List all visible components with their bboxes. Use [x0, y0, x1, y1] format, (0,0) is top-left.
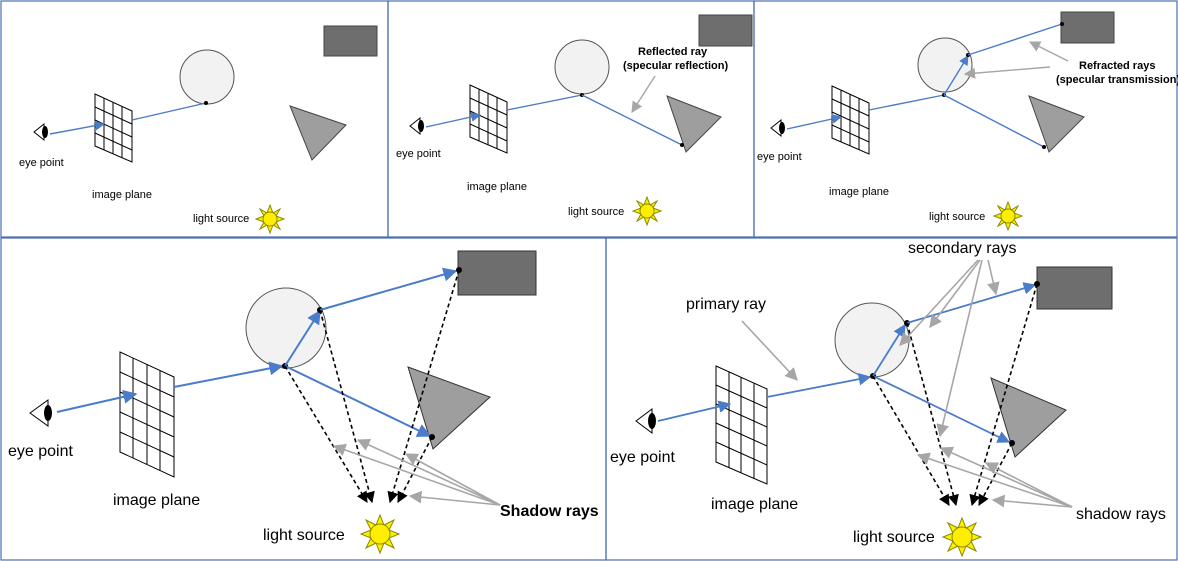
reflected-ray: [581, 94, 683, 146]
image-plane-grid: [831, 85, 870, 155]
light-source-label: light source: [853, 529, 935, 546]
image-plane-grid: [715, 365, 768, 485]
light-source-label: light source: [193, 213, 249, 225]
reflected-ray: [872, 375, 1011, 443]
secondary-callout-arrows: [899, 259, 1000, 438]
image-plane-grid: [94, 93, 133, 163]
callout-arrow: [631, 75, 656, 113]
primary-ray-continuation: [506, 94, 583, 111]
panel-frame: [753, 0, 1178, 238]
primary-ray: [786, 114, 842, 130]
hit-point: [1042, 145, 1046, 149]
callout-arrow: [1028, 41, 1069, 62]
eye-point-label: eye point: [19, 157, 64, 169]
refracted-ray-inside: [284, 309, 321, 367]
sphere-object: [917, 37, 973, 93]
secondary-rays-label: secondary rays: [908, 240, 1017, 257]
triangle-object: [1028, 95, 1085, 153]
refracted-ray-out: [967, 23, 1063, 56]
panel-full-tree: eye point image plane light source prima…: [605, 237, 1178, 561]
triangle-object: [990, 377, 1067, 458]
refracted-ray-inside: [943, 55, 969, 96]
image-plane-label: image plane: [711, 496, 798, 513]
panel-frame: [605, 237, 1178, 561]
shadow-rays-label: Shadow rays: [500, 503, 599, 520]
primary-ray-continuation: [173, 361, 284, 388]
image-plane-label: image plane: [92, 189, 152, 201]
refracted-ray-out: [319, 267, 458, 311]
triangle-object: [666, 95, 722, 153]
hit-point: [680, 143, 684, 147]
eye-icon: [770, 118, 785, 138]
sun-icon: [941, 516, 983, 558]
primary-ray: [56, 389, 138, 413]
triangle-object: [407, 366, 491, 450]
sphere-object: [245, 287, 327, 369]
shadow-callout-arrows: [916, 446, 1073, 508]
eye-point-label: eye point: [396, 148, 441, 160]
eye-icon: [33, 122, 48, 142]
sun-icon: [254, 203, 286, 235]
shadow-rays-label: shadow rays: [1076, 506, 1166, 523]
eye-icon: [635, 408, 656, 434]
box-object: [1060, 11, 1115, 44]
primary-ray-label: primary ray: [686, 296, 766, 313]
specular-reflection-label: (specular reflection): [623, 60, 728, 72]
panel-shadow-rays: eye point image plane light source Shado…: [0, 237, 607, 561]
box-object: [457, 250, 537, 296]
shadow-ray-lines: [284, 269, 460, 504]
triangle-object: [289, 105, 347, 161]
reflected-ray: [943, 94, 1045, 148]
sphere-object: [179, 49, 235, 105]
box-object: [1036, 266, 1113, 310]
refracted-rays-label: Refracted rays: [1079, 60, 1155, 72]
hit-point: [1060, 22, 1064, 26]
eye-icon: [409, 116, 424, 136]
reflected-ray-label: Reflected ray: [638, 46, 708, 58]
eye-point-label: eye point: [757, 151, 802, 163]
primary-ray-continuation: [131, 102, 207, 121]
primary-ray-continuation: [868, 94, 945, 111]
light-source-label: light source: [263, 527, 345, 544]
primary-ray-continuation: [766, 372, 872, 398]
light-source-label: light source: [929, 211, 985, 223]
sun-icon: [992, 200, 1024, 232]
sun-icon: [631, 195, 663, 227]
image-plane-label: image plane: [829, 186, 889, 198]
box-object: [698, 14, 753, 47]
callout-arrow: [963, 66, 1051, 79]
panel-reflection: Reflected ray (specular reflection) eye …: [387, 0, 755, 238]
panel-primary-ray: eye point image plane light source: [0, 0, 389, 238]
eye-point-label: eye point: [610, 449, 675, 466]
primary-ray: [657, 400, 732, 422]
shadow-callout-arrows: [332, 438, 501, 506]
primary-callout-arrow: [741, 320, 798, 381]
image-plane-grid: [469, 84, 508, 154]
shadow-ray-lines: [872, 283, 1038, 507]
reflected-ray: [284, 365, 432, 437]
image-plane-label: image plane: [113, 492, 200, 509]
panel-refraction: Refracted rays (specular transmission) e…: [753, 0, 1178, 238]
image-plane-grid: [119, 351, 175, 478]
eye-point-label: eye point: [8, 443, 73, 460]
primary-ray: [49, 120, 105, 135]
box-object: [323, 25, 378, 57]
light-source-label: light source: [568, 206, 624, 218]
hit-point: [204, 101, 208, 105]
specular-transmission-label: (specular transmission): [1056, 74, 1178, 86]
sphere-object: [834, 302, 910, 378]
sun-icon: [359, 513, 401, 555]
sphere-object: [554, 39, 610, 95]
image-plane-label: image plane: [467, 181, 527, 193]
primary-ray: [425, 112, 481, 128]
eye-icon: [29, 399, 52, 427]
